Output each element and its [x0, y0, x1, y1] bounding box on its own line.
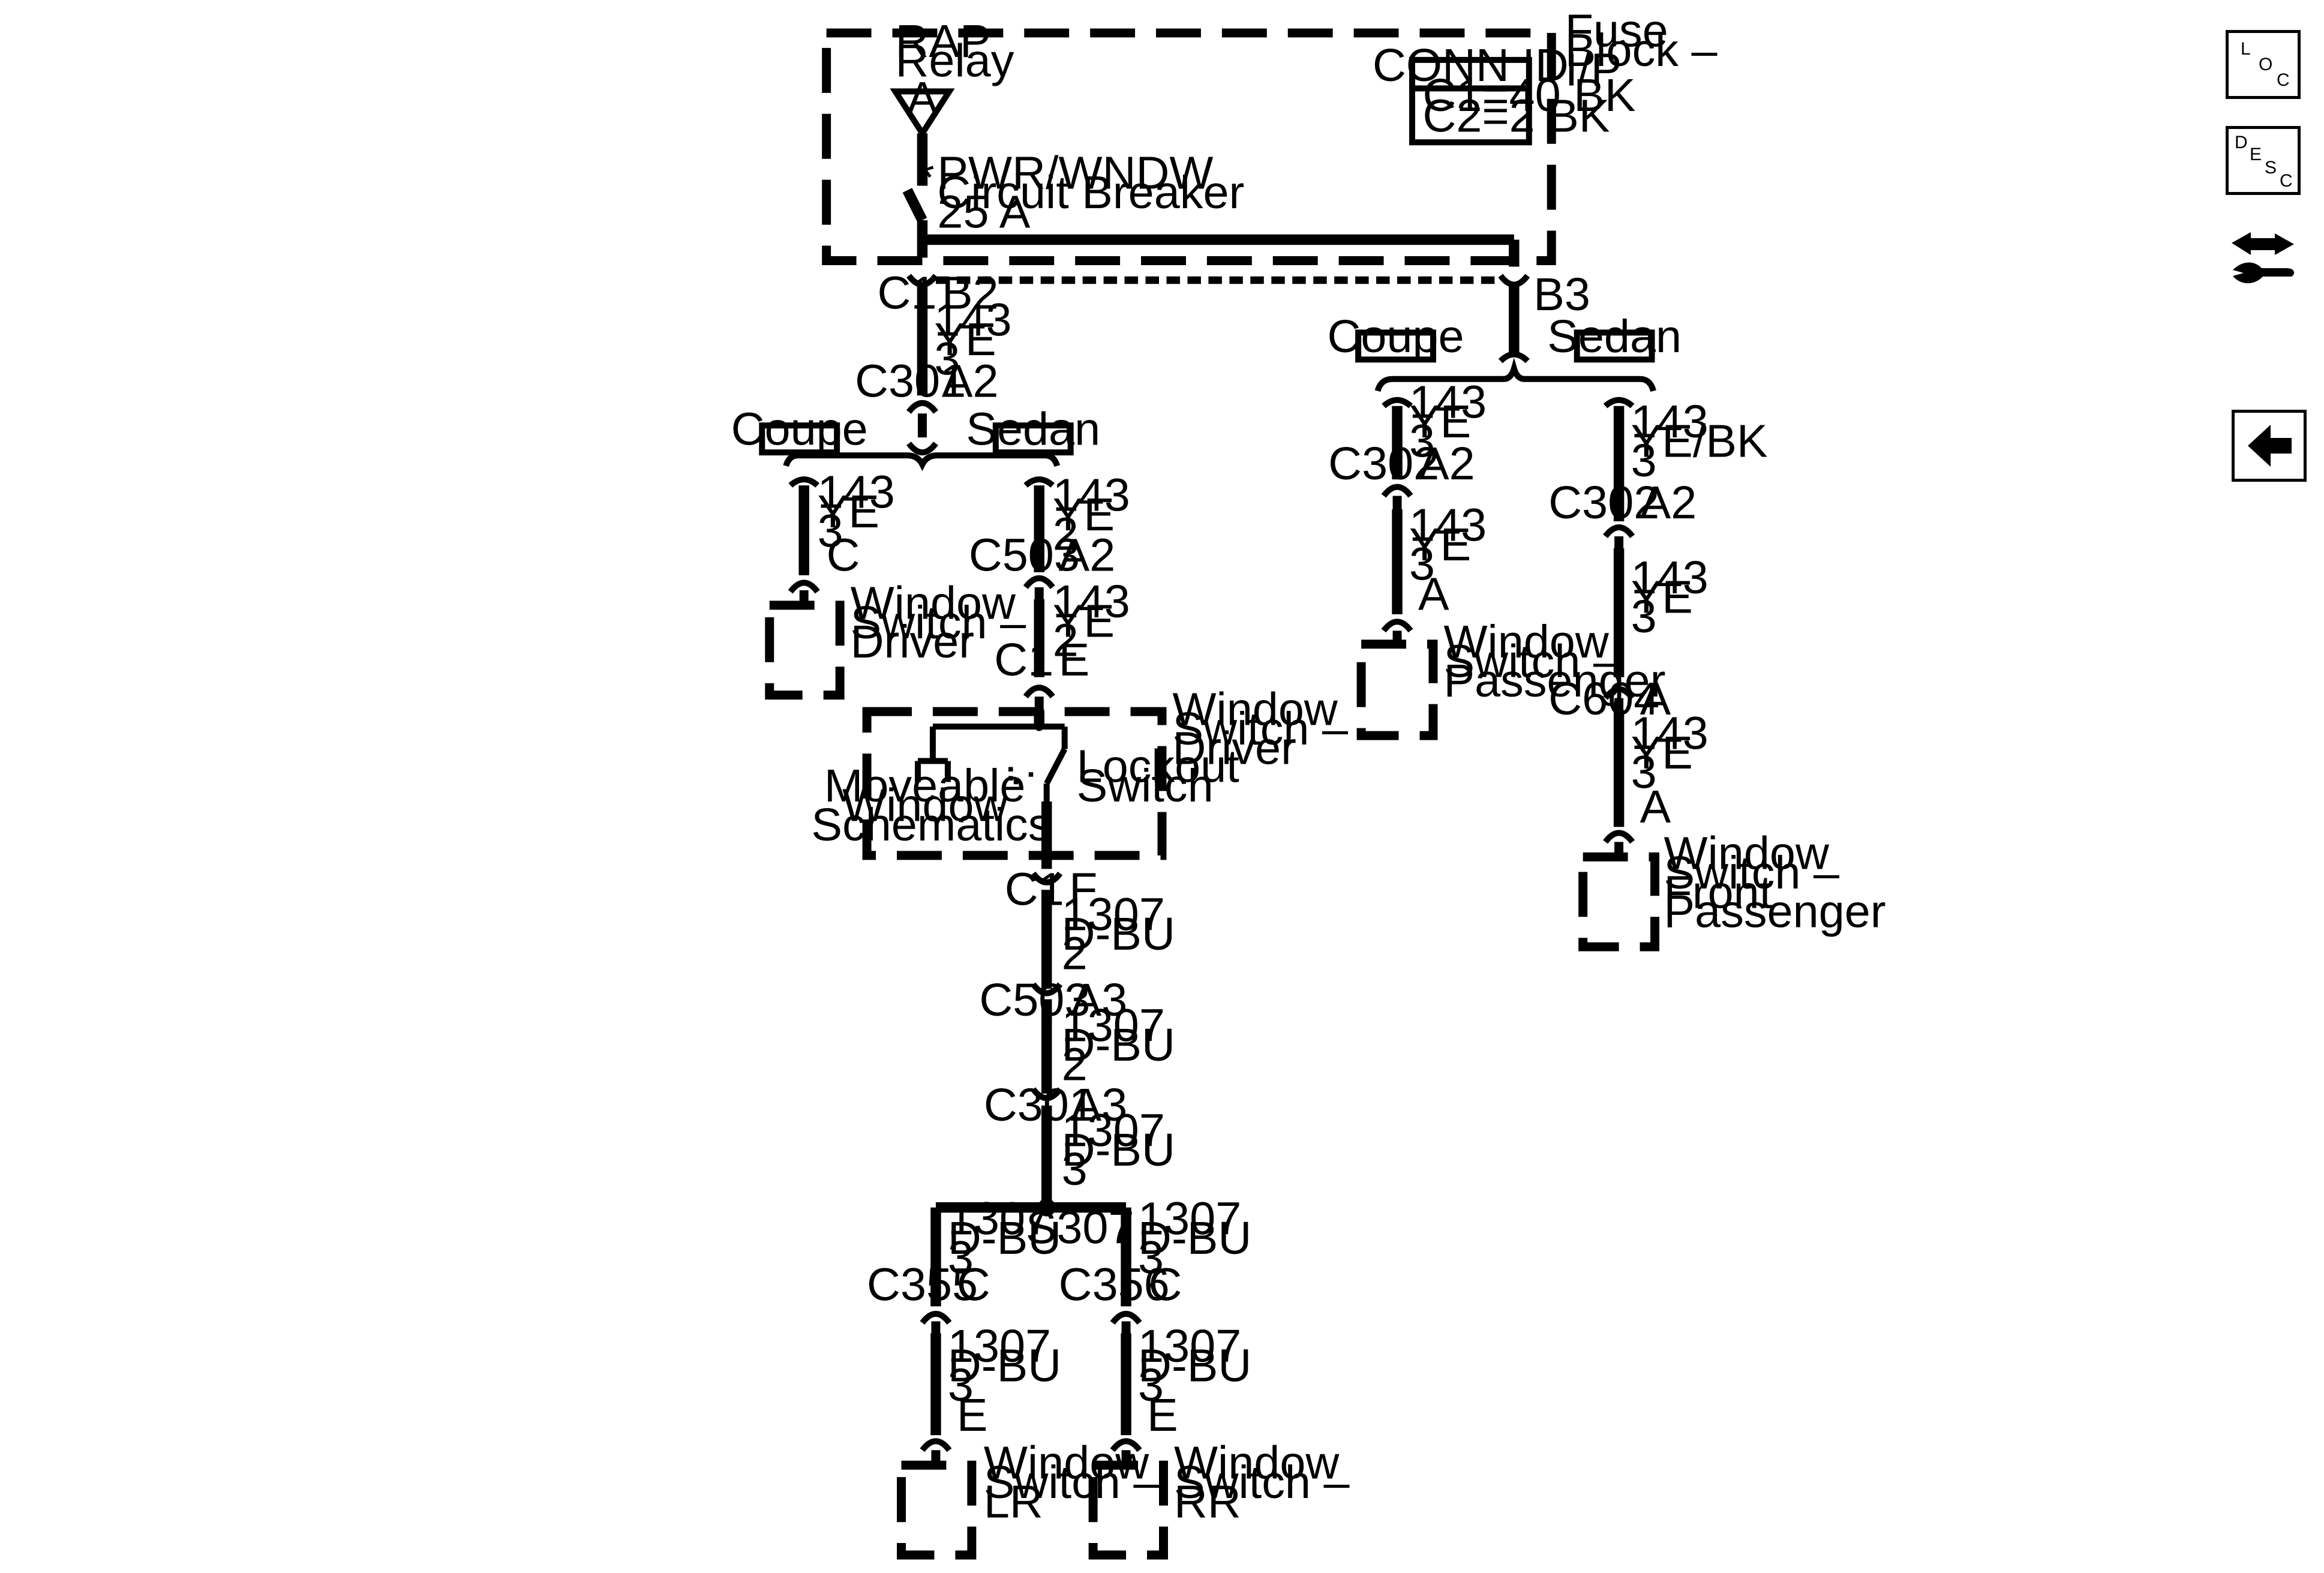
- rap-relay-symbol: [890, 88, 955, 139]
- loc-button[interactable]: L O C: [2226, 30, 2301, 99]
- window-switch-passenger-label: Window Switch – Passenger: [1443, 616, 1665, 707]
- back-button[interactable]: [2232, 410, 2307, 482]
- breaker-label: PWR/WNDW Circuit Breaker 25 A: [937, 148, 1257, 238]
- option-coupe-box-right: [1355, 329, 1436, 363]
- rap-relay-pin: A: [907, 73, 938, 124]
- pin-a2-rc: A2: [1418, 438, 1475, 490]
- conn-c302-sedan: C302: [1548, 477, 1659, 529]
- pin-a2-sedan: A2: [1059, 529, 1116, 581]
- window-switch-driver-coupe-label: Window Switch – Driver: [851, 577, 1039, 668]
- conn-c355-label: C355: [867, 1259, 978, 1311]
- wire-1307-lr-b: 1307 D-BU 3: [948, 1320, 1074, 1411]
- fuse-block-outline: [822, 28, 1556, 265]
- loc-letter-l: L: [2241, 39, 2251, 59]
- pin-e-rr: E: [1147, 1389, 1178, 1441]
- wire-1307-lr-a: 1307 D-BU 3: [948, 1193, 1074, 1284]
- conn-c356-label: C356: [1059, 1259, 1170, 1311]
- conn-c301-label: C301: [855, 356, 966, 407]
- option-sedan-label: Sedan: [966, 404, 1100, 455]
- conn-c503-label: C503: [969, 529, 1080, 581]
- loc-letter-o: O: [2259, 55, 2273, 74]
- conn-c1-sedan: C1: [994, 634, 1053, 686]
- window-switch-passenger: [1356, 640, 1438, 740]
- pin-a-rs: A: [1640, 781, 1671, 833]
- window-switch-lr: [897, 1460, 977, 1560]
- pin-f-label: F: [1069, 863, 1097, 915]
- window-switch-lr-label: Window Switch – LR: [984, 1437, 1172, 1528]
- svg-text:C2=2 BK: C2=2 BK: [1423, 91, 1610, 142]
- rap-relay-label: RAP Relay: [896, 16, 1014, 86]
- pin-a3-label-1: A3: [1071, 974, 1128, 1026]
- left-arrow-icon: [2248, 425, 2292, 467]
- pin-c-rr: C: [1149, 1259, 1182, 1311]
- window-switch-driver-coupe: [765, 601, 845, 700]
- breaker-asterisk: *: [916, 152, 934, 203]
- window-switch-driver-box-label: Window Switch – Driver: [1172, 684, 1361, 775]
- pin-e-sedan: E: [1059, 634, 1090, 686]
- desc-letter-d: D: [2235, 133, 2248, 152]
- window-switch-front-passenger: [1578, 852, 1660, 951]
- wire-143-ye-2-a: 143 YE 2: [1053, 470, 1143, 560]
- wire-143-ye-3-rc-b: 143 YE 3: [1409, 499, 1500, 590]
- desc-letter-s: S: [2265, 158, 2277, 178]
- lockout-switch-label: Lockout Switch: [1077, 741, 1253, 812]
- window-switch-rr: [1088, 1460, 1168, 1560]
- conn-c1-lower: C1: [1005, 863, 1064, 915]
- moveable-window-schematics-label: Moveable Window Schematics: [811, 760, 1051, 851]
- wire-143-ye-3-coupe: 143 YE 3: [818, 467, 908, 557]
- pin-a2-rs: A2: [1640, 477, 1697, 529]
- conn-c302-coupe: C302: [1328, 438, 1439, 490]
- wire-143-ye-2-b: 143 YE 2: [1053, 576, 1143, 667]
- wire-143-ye-3-rs-b: 143 YE 3: [1631, 552, 1722, 643]
- conn-c1-label: C1: [878, 267, 937, 319]
- pin-a-c604: A: [1640, 673, 1671, 725]
- wire-143-ye-3-rc-a: 143 YE 3: [1409, 377, 1500, 467]
- wire-1307-dbu-2-a: 1307 D-BU 2: [1062, 889, 1188, 980]
- loc-letter-c: C: [2277, 70, 2290, 90]
- pin-c-lr: C: [957, 1259, 990, 1311]
- desc-letter-c: C: [2280, 171, 2293, 191]
- wire-1307-rr-b: 1307 D-BU 3: [1138, 1320, 1265, 1411]
- wire-143-ye-3: 143 YE 3: [934, 294, 1025, 385]
- wire-143-ye-3-rs-c: 143 YE 3: [1631, 708, 1722, 798]
- pin-b3-label: B3: [1533, 269, 1590, 320]
- conn-c604-label: C604: [1548, 673, 1659, 725]
- wire-1307-dbu-3: 1307 D-BU 3: [1062, 1104, 1188, 1195]
- pin-b2-label: B2: [942, 267, 999, 319]
- option-sedan-label-right: Sedan: [1547, 311, 1682, 362]
- svg-text:C1=40 BK: C1=40 BK: [1423, 70, 1636, 121]
- wire-1307-rr-a: 1307 D-BU 3: [1138, 1193, 1265, 1284]
- wire-143-yebk-3: 143 YE/BK 3: [1631, 396, 1781, 487]
- pin-c-label: C: [827, 529, 860, 581]
- desc-letter-e: E: [2250, 145, 2262, 164]
- transmission-wrench-icon[interactable]: [2227, 219, 2302, 294]
- pin-e-lr: E: [957, 1389, 988, 1441]
- lockout-switch-symbol: [1008, 767, 1038, 785]
- svg-text:CONN ID: CONN ID: [1373, 40, 1569, 91]
- conn-id-table: CONN ID C1=40 BK C2=2 BK: [1373, 40, 1636, 146]
- conn-c301-lower: C301: [984, 1079, 1095, 1131]
- window-switch-driver-box: [862, 707, 1167, 860]
- pin-a2-label: A2: [942, 356, 999, 407]
- wire-1307-dbu-2-b: 1307 D-BU 2: [1062, 1000, 1188, 1091]
- pin-a-rc: A: [1418, 568, 1449, 620]
- option-coupe-label: Coupe: [731, 404, 868, 455]
- option-coupe-label-right: Coupe: [1327, 311, 1464, 362]
- conn-c503-lower: C503: [979, 974, 1090, 1026]
- pin-a3-label-2: A3: [1071, 1079, 1128, 1131]
- option-sedan-box-right: [1574, 329, 1655, 363]
- desc-button[interactable]: D E S C: [2226, 126, 2301, 195]
- fuse-block-label: Fuse Block – I/P: [1565, 5, 1730, 95]
- window-switch-rr-label: Window Switch – RR: [1174, 1437, 1362, 1528]
- window-switch-front-passenger-label: Window Switch – Front Passenger: [1664, 827, 1886, 937]
